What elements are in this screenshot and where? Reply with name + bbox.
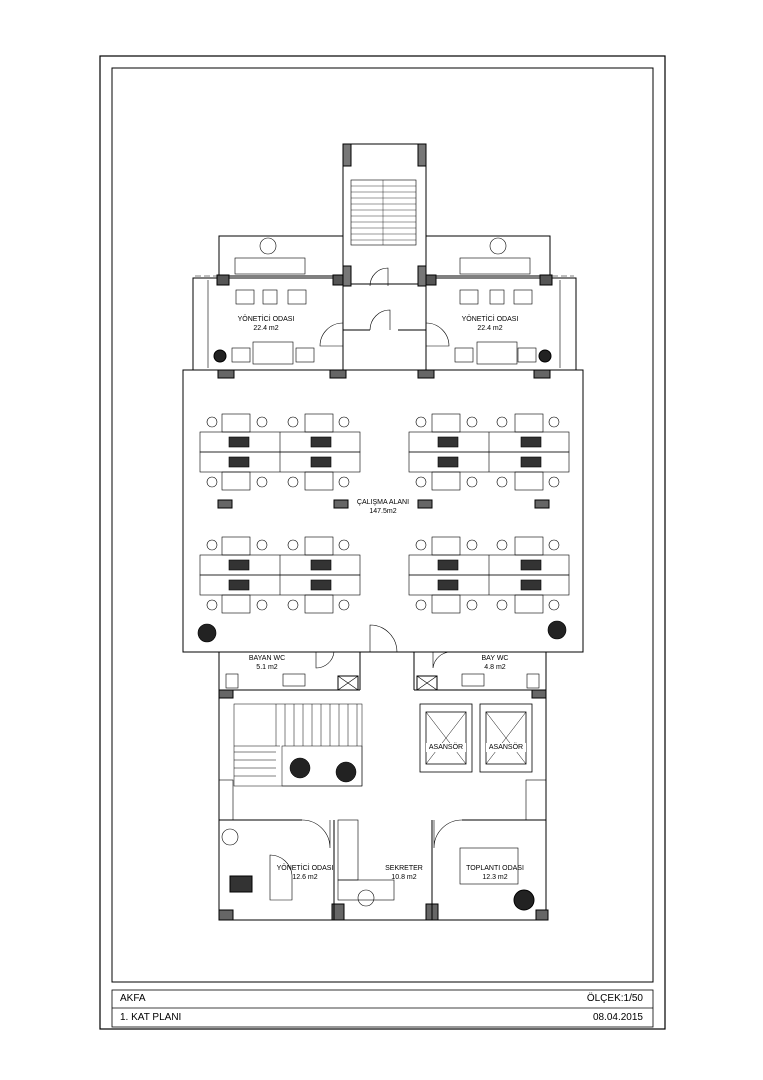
room-name: YÖNETİCİ ODASI <box>237 316 295 323</box>
room-label-manager-left: YÖNETİCİ ODASI 22.4 m2 <box>226 315 306 333</box>
room-area: 5.1 m2 <box>256 664 278 671</box>
room-area: 147.5m2 <box>369 508 397 515</box>
room-area: 22.4 m2 <box>253 325 279 332</box>
room-label-meeting: TOPLANTI ODASI 12.3 m2 <box>460 864 530 882</box>
room-name: ASANSÖR <box>428 744 464 751</box>
elevators <box>419 703 533 773</box>
sheet-title: 1. KAT PLANI <box>120 1012 182 1023</box>
room-label-manager-small: YÖNETİCİ ODASI 12.6 m2 <box>270 864 340 882</box>
room-name: BAY WC <box>481 655 509 662</box>
room-area: 22.4 m2 <box>477 325 503 332</box>
room-label-elevator-left: ASANSÖR <box>426 743 466 752</box>
room-name: SEKRETER <box>385 865 423 872</box>
project-name: AKFA <box>120 993 146 1004</box>
drawing-date: 08.04.2015 <box>592 1012 643 1023</box>
room-area: 12.3 m2 <box>482 874 508 881</box>
room-label-secretary: SEKRETER 10.8 m2 <box>374 864 434 882</box>
desk-clusters <box>197 413 570 643</box>
title-block <box>111 989 654 1028</box>
top-stair-core <box>342 143 427 331</box>
room-area: 12.6 m2 <box>292 874 318 881</box>
room-name: TOPLANTI ODASI <box>466 865 524 872</box>
room-label-women-wc: BAYAN WC 5.1 m2 <box>232 654 302 672</box>
room-name: BAYAN WC <box>248 655 286 662</box>
room-name: ASANSÖR <box>488 744 524 751</box>
outer-border <box>99 55 666 1030</box>
room-label-elevator-right: ASANSÖR <box>486 743 526 752</box>
drawing-scale: ÖLÇEK:1/50 <box>586 993 643 1004</box>
inner-border <box>111 67 654 983</box>
room-area: 4.8 m2 <box>484 664 506 671</box>
room-name: YÖNETİCİ ODASI <box>276 865 334 872</box>
room-name: ÇALIŞMA ALANI <box>356 499 410 506</box>
top-manager-rooms <box>192 235 577 379</box>
room-label-work-area: ÇALIŞMA ALANI 147.5m2 <box>343 498 423 516</box>
room-area: 10.8 m2 <box>391 874 417 881</box>
room-label-manager-right: YÖNETİCİ ODASI 22.4 m2 <box>450 315 530 333</box>
room-name: YÖNETİCİ ODASI <box>461 316 519 323</box>
bottom-rooms <box>218 779 547 920</box>
room-label-men-wc: BAY WC 4.8 m2 <box>460 654 530 672</box>
lower-stair <box>233 703 363 787</box>
